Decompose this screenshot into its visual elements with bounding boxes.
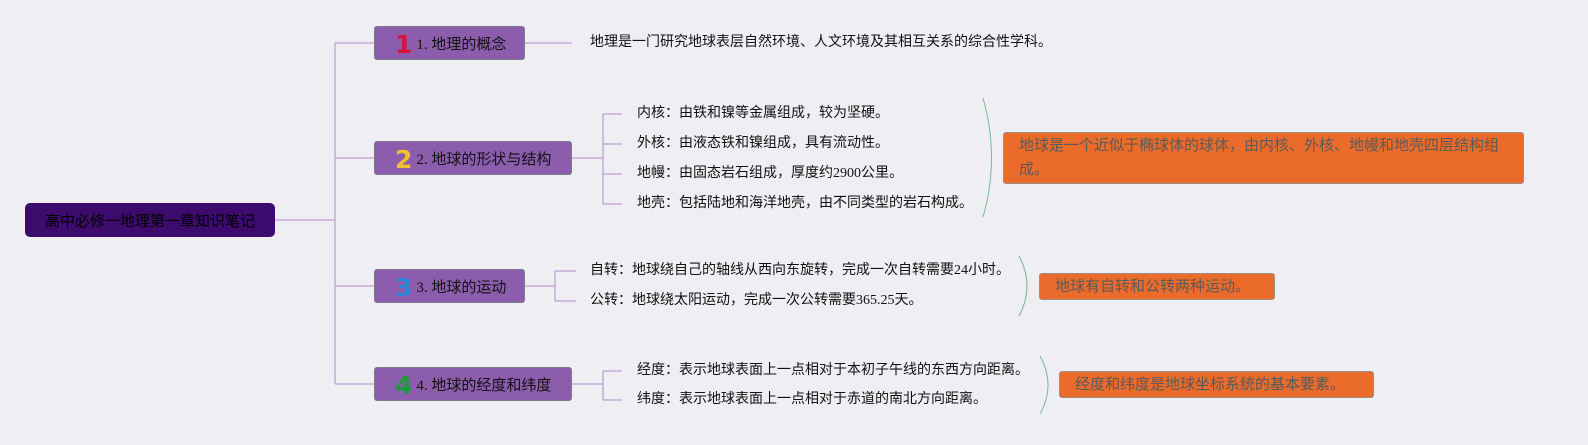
number-2-icon: 2: [395, 144, 413, 174]
summary-brace-2: [982, 97, 992, 218]
topic-4-leaf-connector: [572, 370, 622, 401]
topic-3-node[interactable]: 3 3. 地球的运动: [374, 269, 525, 303]
number-1-icon: 1: [395, 29, 413, 59]
topic-1-label: 1. 地理的概念: [416, 36, 507, 53]
topic-4-leaf-1[interactable]: 经度：表示地球表面上一点相对于本初子午线的东西方向距离。: [637, 363, 1029, 378]
topic-3-leaf-connector: [525, 270, 576, 302]
summary-brace-4: [1039, 355, 1049, 415]
topic-2-summary[interactable]: 地球是一个近似于椭球体的球体，由内核、外核、地幔和地壳四层结构组成。: [1003, 132, 1524, 184]
root-label: 高中必修一地理第一章知识笔记: [44, 212, 255, 230]
topic-4-leaf-2[interactable]: 纬度：表示地球表面上一点相对于赤道的南北方向距离。: [637, 392, 987, 407]
topic-2-label: 2. 地球的形状与结构: [416, 151, 552, 168]
topic-1-node[interactable]: 1 1. 地理的概念: [374, 26, 525, 60]
topic-2-node[interactable]: 2 2. 地球的形状与结构: [374, 141, 572, 175]
root-node[interactable]: 高中必修一地理第一章知识笔记: [25, 203, 275, 237]
topic-2-leaf-2[interactable]: 外核：由液态铁和镍组成，具有流动性。: [637, 136, 889, 151]
number-4-icon: 4: [395, 370, 413, 400]
summary-brace-3: [1018, 255, 1028, 317]
topic-2-leaf-1[interactable]: 内核：由铁和镍等金属组成，较为坚硬。: [637, 106, 889, 121]
topic-4-summary[interactable]: 经度和纬度是地球坐标系统的基本要素。: [1059, 371, 1374, 398]
topic-3-summary[interactable]: 地球有自转和公转两种运动。: [1039, 273, 1275, 300]
topic-2-leaf-4[interactable]: 地壳：包括陆地和海洋地壳，由不同类型的岩石构成。: [637, 196, 973, 211]
topic-2-leaf-connector: [572, 113, 622, 205]
topic-1-leaf-1[interactable]: 地理是一门研究地球表层自然环境、人文环境及其相互关系的综合性学科。: [590, 35, 1052, 50]
topic-4-label: 4. 地球的经度和纬度: [416, 377, 552, 394]
topic-3-leaf-2[interactable]: 公转：地球绕太阳运动，完成一次公转需要365.25天。: [590, 293, 923, 308]
topic-3-label: 3. 地球的运动: [416, 279, 507, 296]
number-3-icon: 3: [395, 272, 413, 302]
topic-2-leaf-3[interactable]: 地幔：由固态岩石组成，厚度约2900公里。: [637, 166, 903, 181]
topic-3-leaf-1[interactable]: 自转：地球绕自己的轴线从西向东旋转，完成一次自转需要24小时。: [590, 263, 1010, 278]
topic-4-node[interactable]: 4 4. 地球的经度和纬度: [374, 367, 572, 401]
